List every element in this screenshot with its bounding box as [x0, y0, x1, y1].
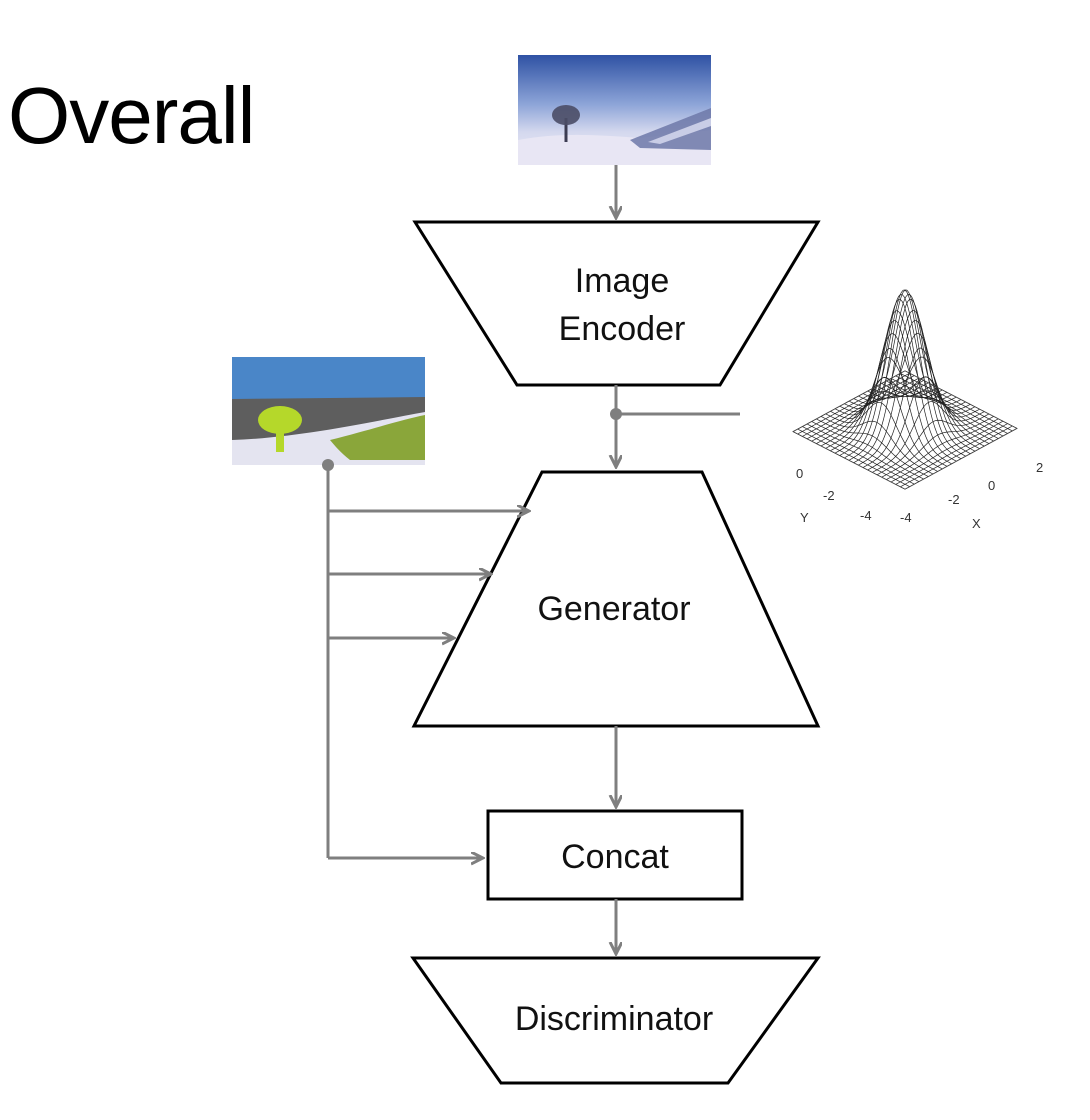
noise-junction-dot — [610, 408, 622, 420]
surface-mesh-line — [820, 416, 934, 475]
surface-mesh-line — [811, 421, 924, 480]
segmap-junction-dot — [322, 459, 334, 471]
x-tick-0: 0 — [988, 478, 995, 493]
image-encoder-label-line2: Encoder — [559, 310, 686, 348]
image-encoder-label-line1: Image — [575, 262, 670, 300]
generator-block: Generator — [411, 470, 821, 728]
surface-mesh-line — [853, 298, 966, 464]
image-encoder-block: Image Encoder — [412, 220, 821, 387]
x-tick-2: 2 — [1036, 460, 1043, 475]
discriminator-block: Discriminator — [410, 956, 821, 1085]
generator-label: Generator — [537, 590, 690, 628]
surface-mesh-line — [802, 426, 915, 485]
x-tick-neg2: -2 — [948, 492, 960, 507]
surface-mesh-line — [853, 294, 966, 457]
surface-base-outline — [792, 370, 1018, 490]
connectors — [326, 165, 740, 952]
surface-mesh-line — [839, 310, 952, 456]
surface-mesh-line — [797, 428, 910, 487]
discriminator-label: Discriminator — [515, 1000, 713, 1038]
surface-mesh-line — [848, 289, 962, 461]
surface-mesh-line — [830, 376, 943, 470]
input-photo — [518, 55, 711, 165]
surface-mesh-line — [806, 423, 920, 482]
gaussian-distribution-plot — [792, 289, 1018, 490]
surface-mesh-line — [886, 380, 999, 439]
surface-mesh-line — [848, 289, 962, 460]
y-tick-0: 0 — [796, 466, 803, 481]
surface-mesh-line — [881, 383, 994, 442]
gaussian-axis-labels: 0 -2 -4 Y -4 -2 0 2 X — [796, 460, 1043, 531]
surface-mesh-line — [834, 348, 948, 467]
y-tick-neg2: -2 — [823, 488, 835, 503]
surface-mesh-line — [816, 418, 929, 477]
surface-mesh-line — [839, 320, 952, 465]
concat-block: Concat — [486, 809, 744, 901]
y-axis-letter: Y — [800, 510, 809, 525]
surface-mesh-line — [825, 402, 938, 472]
surface-mesh-line — [890, 378, 1004, 437]
surface-mesh-line — [858, 310, 971, 454]
surface-mesh-line — [862, 332, 976, 452]
x-tick-neg4: -4 — [900, 510, 912, 525]
segmentation-map — [232, 357, 425, 465]
x-axis-letter: X — [972, 516, 981, 531]
slide-title: Overall — [8, 71, 255, 160]
y-tick-neg4: -4 — [860, 508, 872, 523]
surface-mesh-line — [867, 356, 980, 449]
concat-label: Concat — [561, 838, 669, 876]
